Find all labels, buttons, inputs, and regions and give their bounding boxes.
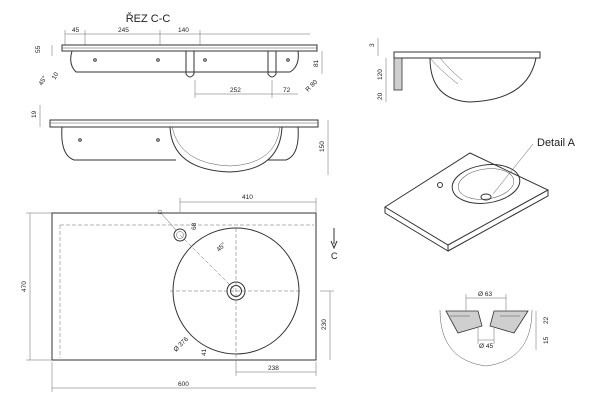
dim-side-120: 120 — [377, 69, 384, 80]
isometric-view: Detail A — [384, 137, 576, 252]
dim-top-10: 10 — [51, 71, 61, 81]
dim-det-d63: Ø 63 — [478, 291, 492, 298]
dim-top-252: 252 — [230, 87, 241, 94]
dim-plan-470: 470 — [21, 281, 28, 292]
section-title: ŘEZ C-C — [126, 12, 171, 25]
side-slab — [393, 51, 541, 59]
dim-top-81: 81 — [313, 59, 320, 67]
dim-top-r80: R 80 — [304, 78, 319, 93]
dim-mid-19: 19 — [31, 110, 38, 118]
dim-det-15: 15 — [543, 336, 550, 344]
detail-left-section — [445, 310, 483, 334]
dim-det-22: 22 — [543, 316, 550, 324]
plan-outline — [51, 212, 317, 361]
dim-top-245: 245 — [118, 27, 129, 34]
dim-side-20: 20 — [377, 92, 384, 100]
iso-basin — [451, 164, 521, 204]
dim-plan-45deg: 45° — [215, 241, 228, 254]
dim-top-72: 72 — [283, 87, 291, 94]
detail-a-label: Detail A — [537, 137, 576, 149]
dim-top-140: 140 — [178, 27, 189, 34]
iso-drain — [480, 193, 492, 201]
dim-plan-410: 410 — [242, 194, 253, 201]
dim-mid-150: 150 — [319, 141, 326, 152]
iso-top-face — [384, 152, 550, 246]
side-wall-mount — [393, 57, 403, 91]
dim-plan-230: 230 — [321, 319, 328, 330]
plan-view: 410 68 45° 470 Ø 376 41 230 238 600 C — [21, 194, 338, 392]
dim-plan-68: 68 — [191, 222, 198, 230]
dim-top-55: 55 — [35, 45, 42, 53]
front-view: 19 150 — [31, 105, 329, 175]
detail-right-section — [489, 310, 529, 334]
section-marker: C — [331, 251, 338, 261]
side-section: 3 120 20 — [369, 38, 541, 103]
dim-plan-238: 238 — [268, 365, 279, 372]
detail-a-view: Ø 63 Ø 45 22 15 — [439, 291, 550, 367]
dim-side-3: 3 — [369, 43, 376, 47]
dim-top-45: 45 — [72, 27, 80, 34]
front-slab — [49, 119, 319, 128]
dim-plan-600: 600 — [178, 381, 189, 388]
section-view-top: ŘEZ C-C 45 245 140 55 45° 10 81 252 72 — [35, 12, 323, 98]
dim-top-45deg: 45° — [37, 74, 49, 87]
dim-det-d45: Ø 45 — [479, 343, 493, 350]
dim-plan-d376: Ø 376 — [172, 336, 190, 354]
dim-plan-41: 41 — [201, 348, 208, 356]
iso-tap-hole — [437, 182, 443, 188]
